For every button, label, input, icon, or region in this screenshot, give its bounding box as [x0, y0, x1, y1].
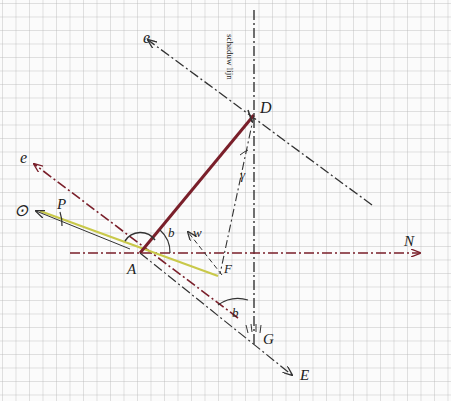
angle-label: P	[57, 197, 66, 212]
direction-label: N	[404, 234, 414, 249]
angle-label: b	[232, 306, 239, 319]
direction-label: E	[300, 368, 309, 383]
point-label: A	[127, 262, 136, 277]
point-label: D	[260, 100, 272, 116]
axis-label: e	[20, 150, 27, 166]
angle-label: b	[168, 226, 175, 239]
angle-label: w	[193, 226, 202, 239]
point-label: G	[263, 332, 274, 347]
sun-symbol: ⊙	[14, 202, 28, 219]
point-label: F	[224, 262, 232, 275]
line-label: schaduw lijn	[225, 34, 234, 80]
axis-label: e	[143, 30, 150, 46]
angle-label: γ	[240, 168, 245, 181]
